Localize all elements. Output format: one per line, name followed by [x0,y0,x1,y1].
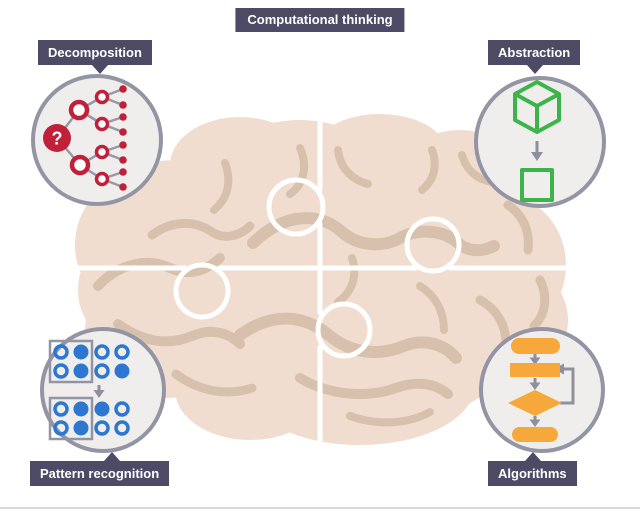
puzzle-knob [266,177,326,237]
puzzle-knob [173,262,231,320]
tree-leaf-dots [119,85,127,191]
down-arrow-icon [531,141,543,161]
bottom-divider [0,507,640,509]
down-arrow-icon [529,354,541,365]
question-mark: ? [52,129,63,149]
cube-icon [513,80,561,134]
pointer-up [104,452,120,461]
pattern-frame-top [48,339,94,384]
abstraction-circle [474,76,606,208]
diagram-title-text: Computational thinking [247,12,393,27]
decomposition-circle [31,74,163,206]
label-pattern-recognition-text: Pattern recognition [40,466,160,481]
down-arrow-icon [529,416,541,427]
decomposition-badge: ? [31,74,163,206]
square-icon [520,168,554,202]
flow-start-pill [511,338,560,354]
dot-grid-top [53,344,130,379]
pointer-down [92,65,108,74]
label-abstraction-text: Abstraction [498,45,571,60]
cube-to-square-icon [513,80,561,202]
flow-process-rect [510,363,560,377]
tree-diagram-icon: ? [43,85,127,191]
flow-end-pill [512,427,558,442]
down-arrow-icon [93,385,105,398]
algorithms-circle [479,327,605,453]
label-decomposition-text: Decomposition [48,45,142,60]
pattern-recognition-badge [40,327,166,453]
flowchart-icon [508,338,575,442]
label-decomposition: Decomposition [38,40,152,74]
puzzle-dividers [75,114,568,445]
tree-mid-nodes [68,99,91,176]
label-pattern-recognition: Pattern recognition [30,452,170,486]
label-algorithms: Algorithms [488,452,577,486]
tree-small-nodes [94,89,110,187]
pointer-down [527,65,543,74]
pattern-frame-bottom [48,396,94,441]
puzzle-knob [315,301,373,359]
pointer-up [525,452,541,461]
tree-root-node [43,124,71,152]
down-arrow-icon [529,378,541,390]
diagram-title: Computational thinking [235,8,405,32]
flow-decision-diamond [508,390,562,416]
label-algorithms-text: Algorithms [498,466,567,481]
algorithms-badge [479,327,605,453]
abstraction-badge [474,76,606,208]
puzzle-knob [404,216,462,274]
dot-grid-bottom [53,401,130,436]
dot-pattern-icon [48,339,130,441]
label-abstraction: Abstraction [488,40,581,74]
